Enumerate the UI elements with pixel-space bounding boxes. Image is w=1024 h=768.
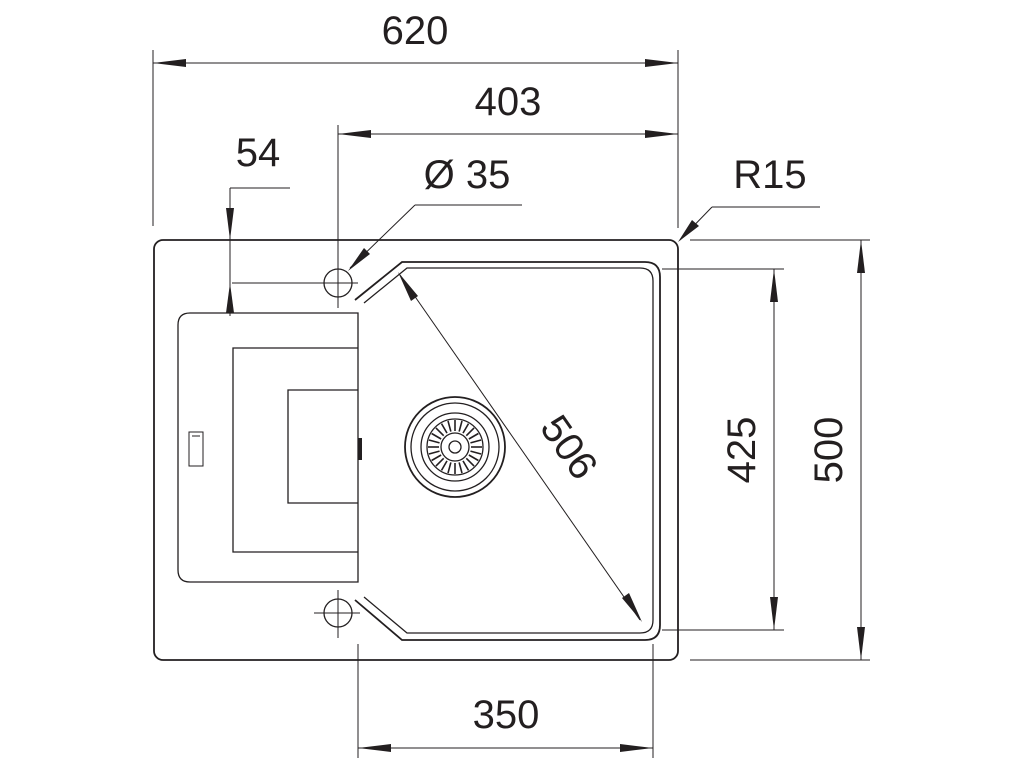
dimension-overall-depth: 500 [690, 239, 870, 661]
sink-outer-outline [153, 239, 679, 661]
strainer-rib [435, 457, 445, 467]
tap-hole-offset-label: 54 [236, 131, 281, 175]
overflow-slot [188, 431, 204, 467]
bowl-depth-label: 425 [720, 417, 764, 484]
strainer-rib [431, 454, 442, 462]
dimension-tap-hole-offset: 54 [226, 131, 306, 316]
bowl-diagonal-label: 506 [531, 408, 605, 488]
overall-width-label: 620 [382, 9, 449, 53]
bowl-outer-outline [354, 261, 661, 641]
tap-hole-diameter-label: Ø 35 [424, 153, 511, 197]
sink-body [153, 239, 679, 661]
drainboard-inner-step [232, 347, 358, 553]
strainer-rib [440, 460, 448, 471]
dimension-bowl-depth: 425 [662, 268, 784, 631]
tap-hole-bottom [314, 590, 360, 638]
bowl-width-label: 350 [473, 693, 540, 737]
strainer-rib [431, 432, 442, 440]
strainer-rib [465, 457, 475, 467]
strainer-rib [470, 439, 482, 444]
strainer-rib [447, 462, 452, 474]
bowl-inner-outline [363, 267, 654, 634]
strainer-rib [468, 432, 479, 440]
strainer-rib [458, 420, 463, 432]
tap-hole-top [306, 258, 358, 308]
strainer-rib [435, 427, 445, 437]
drainboard-inner-panel [287, 389, 358, 504]
strainer-rib [462, 460, 470, 471]
dimension-overall-width: 620 [152, 9, 679, 228]
dimension-tap-hole-diameter: Ø 35 [348, 153, 522, 271]
dimension-corner-radius: R15 [678, 153, 820, 242]
dimension-bowl-inner-width: 403 [337, 80, 678, 258]
strainer-rib [470, 450, 482, 455]
strainer-rib [458, 462, 463, 474]
drainboard-outline [177, 312, 359, 583]
strainer-rib [428, 439, 440, 444]
strainer-rib [440, 423, 448, 434]
strainer-rib [428, 450, 440, 455]
drain-strainer [404, 396, 506, 498]
strainer-rib [462, 423, 470, 434]
dimension-bowl-width: 350 [357, 644, 654, 758]
strainer-rib [465, 427, 475, 437]
drainboard-edge-mark [358, 438, 362, 460]
strainer-rib [468, 454, 479, 462]
corner-radius-label: R15 [733, 153, 806, 197]
bowl-inner-width-label: 403 [475, 80, 542, 124]
overall-depth-label: 500 [807, 417, 851, 484]
strainer-rib [447, 420, 452, 432]
